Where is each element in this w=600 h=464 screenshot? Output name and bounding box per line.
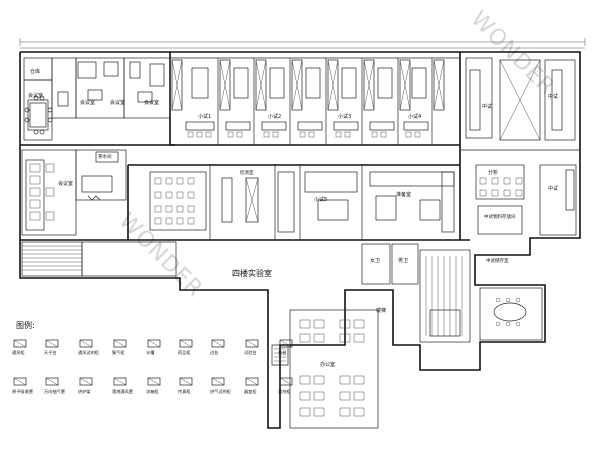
legend-symbol-mark-row1-1 xyxy=(45,339,59,348)
legend-symbol-row1-0 xyxy=(13,339,27,348)
legend-symbol-row2-2 xyxy=(79,377,93,386)
room-label-lab-center: 检测室 xyxy=(240,169,254,176)
room-label-office-1: 会议室 xyxy=(80,99,95,106)
legend-label-row2-0: 原子吸收罩 xyxy=(12,388,33,395)
room-label-office-2: 会议室 xyxy=(110,99,125,106)
room-label-prep-room: 准备室 xyxy=(396,191,411,198)
legend-label-row2-2: 烘炉架 xyxy=(78,388,91,395)
legend-symbol-mark-row1-6 xyxy=(211,339,225,348)
legend-symbol-mark-row1-7 xyxy=(245,339,259,348)
legend-heading: 图例: xyxy=(16,320,35,330)
legend-label-row1-4: 水槽 xyxy=(146,349,155,356)
legend-label-row2-5: 传真柜 xyxy=(178,388,191,395)
legend-symbol-mark-row1-3 xyxy=(113,339,127,348)
room-label-male-wc: 男卫 xyxy=(398,258,408,264)
top-dimension-line xyxy=(19,38,586,49)
legend-symbol-mark-row2-2 xyxy=(79,377,93,386)
legend-symbol-mark-row1-5 xyxy=(179,339,193,348)
legend-symbol-mark-row1-4 xyxy=(147,339,161,348)
legend-row-2: 原子吸收罩 万向抽气罩 烘炉架 落地通风罩 冰箱柜 传真柜 烘气试剂柜 器皿柜 试剂柜 xyxy=(12,377,293,395)
wc-rooms xyxy=(361,243,419,285)
legend-symbol-row1-2 xyxy=(79,339,93,348)
legend-symbol-row1-1 xyxy=(45,339,59,348)
legend-label-row2-8: 试剂柜 xyxy=(278,388,291,395)
legend-symbol-row2-1 xyxy=(45,377,59,386)
legend-symbol-row1-4 xyxy=(147,339,161,348)
legend-label-row1-8: 台台 xyxy=(278,349,286,356)
legend-label-row2-6: 烘气试剂柜 xyxy=(210,388,231,395)
room-label-meeting-2: 会议室 xyxy=(58,180,73,187)
legend-symbol-row2-0 xyxy=(13,377,27,386)
room-label-small-lab-2: 小试2 xyxy=(268,113,281,120)
legend-label-row1-5: 药品柜 xyxy=(178,349,191,356)
room-label-office-3: 会议室 xyxy=(144,99,159,106)
room-label-office-big: 办公室 xyxy=(320,361,335,368)
room-label-small-lab-1: 小试1 xyxy=(198,113,211,120)
room-label-pilot-3: 中试 xyxy=(548,185,558,192)
legend-symbol-mark-row2-3 xyxy=(113,377,127,386)
legend-label-row1-2: 通风试剂柜 xyxy=(78,349,99,356)
room-label-storage: 仓库 xyxy=(30,68,40,75)
right-pilot-area xyxy=(460,57,580,236)
room-label-pilot-1: 中试 xyxy=(482,103,492,110)
room-label-analysis: 分析 xyxy=(488,169,498,176)
plan-title: 四楼实验室 xyxy=(232,268,272,278)
room-label-small-lab-4: 小试4 xyxy=(408,113,421,120)
room-label-inst-room: 中试物料存放间 xyxy=(484,213,516,220)
legend-symbol-row1-7 xyxy=(245,339,259,348)
legend-symbol-mark-row2-1 xyxy=(45,377,59,386)
legend-symbol-mark-row2-5 xyxy=(179,377,193,386)
room-label-female-wc: 女卫 xyxy=(370,257,380,264)
legend-symbol-row1-8 xyxy=(279,339,293,348)
legend-row-1: 通风柜 天平台 通风试剂柜 集气柜 水槽 药品柜 边台 试验台 台台 xyxy=(12,339,293,356)
legend-label-row2-7: 器皿柜 xyxy=(244,388,257,395)
legend-label-row2-3: 落地通风罩 xyxy=(112,388,133,395)
center-labs-row xyxy=(149,165,455,240)
legend-symbol-row2-3 xyxy=(113,377,127,386)
legend-label-row1-6: 边台 xyxy=(210,349,218,356)
legend-label-row1-0: 通风柜 xyxy=(12,349,25,356)
small-labs-row xyxy=(170,57,460,145)
legend-symbol-row2-7 xyxy=(245,377,259,386)
legend-symbol-mark-row2-4 xyxy=(147,377,161,386)
room-label-pilot-2: 中试 xyxy=(548,93,558,100)
left-middle-rooms xyxy=(21,149,127,236)
room-label-meeting: 会议室 xyxy=(28,92,43,99)
legend-label-row2-1: 万向抽气罩 xyxy=(44,388,65,395)
legend-symbol-mark-row2-0 xyxy=(13,377,27,386)
legend-symbol-mark-row1-0 xyxy=(13,339,27,348)
stair-right xyxy=(419,249,471,343)
legend-symbol-row2-5 xyxy=(179,377,193,386)
stair-left xyxy=(21,241,177,277)
legend-symbol-row2-4 xyxy=(147,377,161,386)
legend-symbol-row1-6 xyxy=(211,339,225,348)
legend-label-row1-7: 试验台 xyxy=(244,349,257,356)
room-label-small-lab-5: 小试5 xyxy=(314,196,327,203)
legend-symbol-row1-5 xyxy=(179,339,193,348)
legend-symbol-mark-row2-8 xyxy=(279,377,293,386)
room-label-small-lab-3: 小试3 xyxy=(338,113,351,120)
top-left-rooms xyxy=(23,57,171,141)
bottom-office xyxy=(271,309,379,429)
room-label-inst-room-2: 中试储存室 xyxy=(486,257,509,264)
right-conference xyxy=(479,287,543,341)
legend-symbol-mark-row1-8 xyxy=(279,339,293,348)
legend-symbol-mark-row1-2 xyxy=(79,339,93,348)
legend-symbol-mark-row2-6 xyxy=(211,377,225,386)
room-label-work: 茶水间 xyxy=(98,153,112,160)
legend-label-row1-1: 天平台 xyxy=(44,349,57,356)
legend-symbol-row2-8 xyxy=(279,377,293,386)
legend-label-row2-4: 冰箱柜 xyxy=(146,388,159,395)
legend-symbol-row2-6 xyxy=(211,377,225,386)
legend-symbol-mark-row2-7 xyxy=(245,377,259,386)
room-label-staircase: 楼梯 xyxy=(376,307,386,314)
legend-label-row1-3: 集气柜 xyxy=(112,349,125,356)
legend-symbol-row1-3 xyxy=(113,339,127,348)
